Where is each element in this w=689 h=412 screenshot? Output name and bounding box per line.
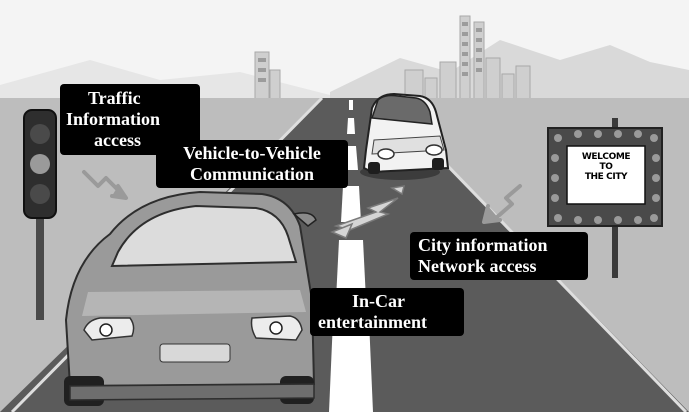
- label-city-information: City information Network access: [410, 232, 588, 280]
- far-car: [360, 92, 450, 180]
- incar-line-2: entertainment: [318, 312, 427, 332]
- v2v-line-1: Vehicle-to-Vehicle: [183, 143, 321, 163]
- sign-line-3: THE CITY: [584, 172, 628, 182]
- lane-markings: [329, 100, 373, 412]
- skyline-windows: [258, 22, 482, 82]
- label-in-car-entertainment: In-Car entertainment: [310, 288, 464, 336]
- near-car: [64, 190, 317, 406]
- traffic-line-2: Information: [66, 109, 160, 129]
- v2v-line-2: Communication: [189, 164, 314, 184]
- sign-line-2: TO: [599, 162, 613, 172]
- welcome-sign-board: [547, 118, 663, 278]
- traffic-line-1: Traffic: [88, 88, 141, 108]
- city-line-2: Network access: [418, 256, 537, 276]
- label-traffic-information: Traffic Information access: [60, 84, 200, 155]
- city-line-1: City information: [418, 235, 548, 255]
- arrow-traffic-to-car: [82, 170, 126, 198]
- sign-line-1: WELCOME: [581, 152, 631, 162]
- incar-line-1: In-Car: [352, 291, 405, 311]
- v2v-link: [330, 185, 406, 239]
- traffic-lamp-top: [30, 124, 50, 144]
- traffic-line-3: access: [94, 130, 141, 150]
- arrow-sign-to-road: [494, 184, 522, 220]
- label-vehicle-to-vehicle: Vehicle-to-Vehicle Communication: [156, 140, 348, 188]
- signal-arrows: [82, 170, 522, 224]
- traffic-lamp-middle: [30, 154, 50, 174]
- traffic-light: [23, 109, 57, 320]
- welcome-sign: WELCOME TO THE CITY: [569, 152, 643, 182]
- traffic-lamp-bottom: [30, 184, 50, 204]
